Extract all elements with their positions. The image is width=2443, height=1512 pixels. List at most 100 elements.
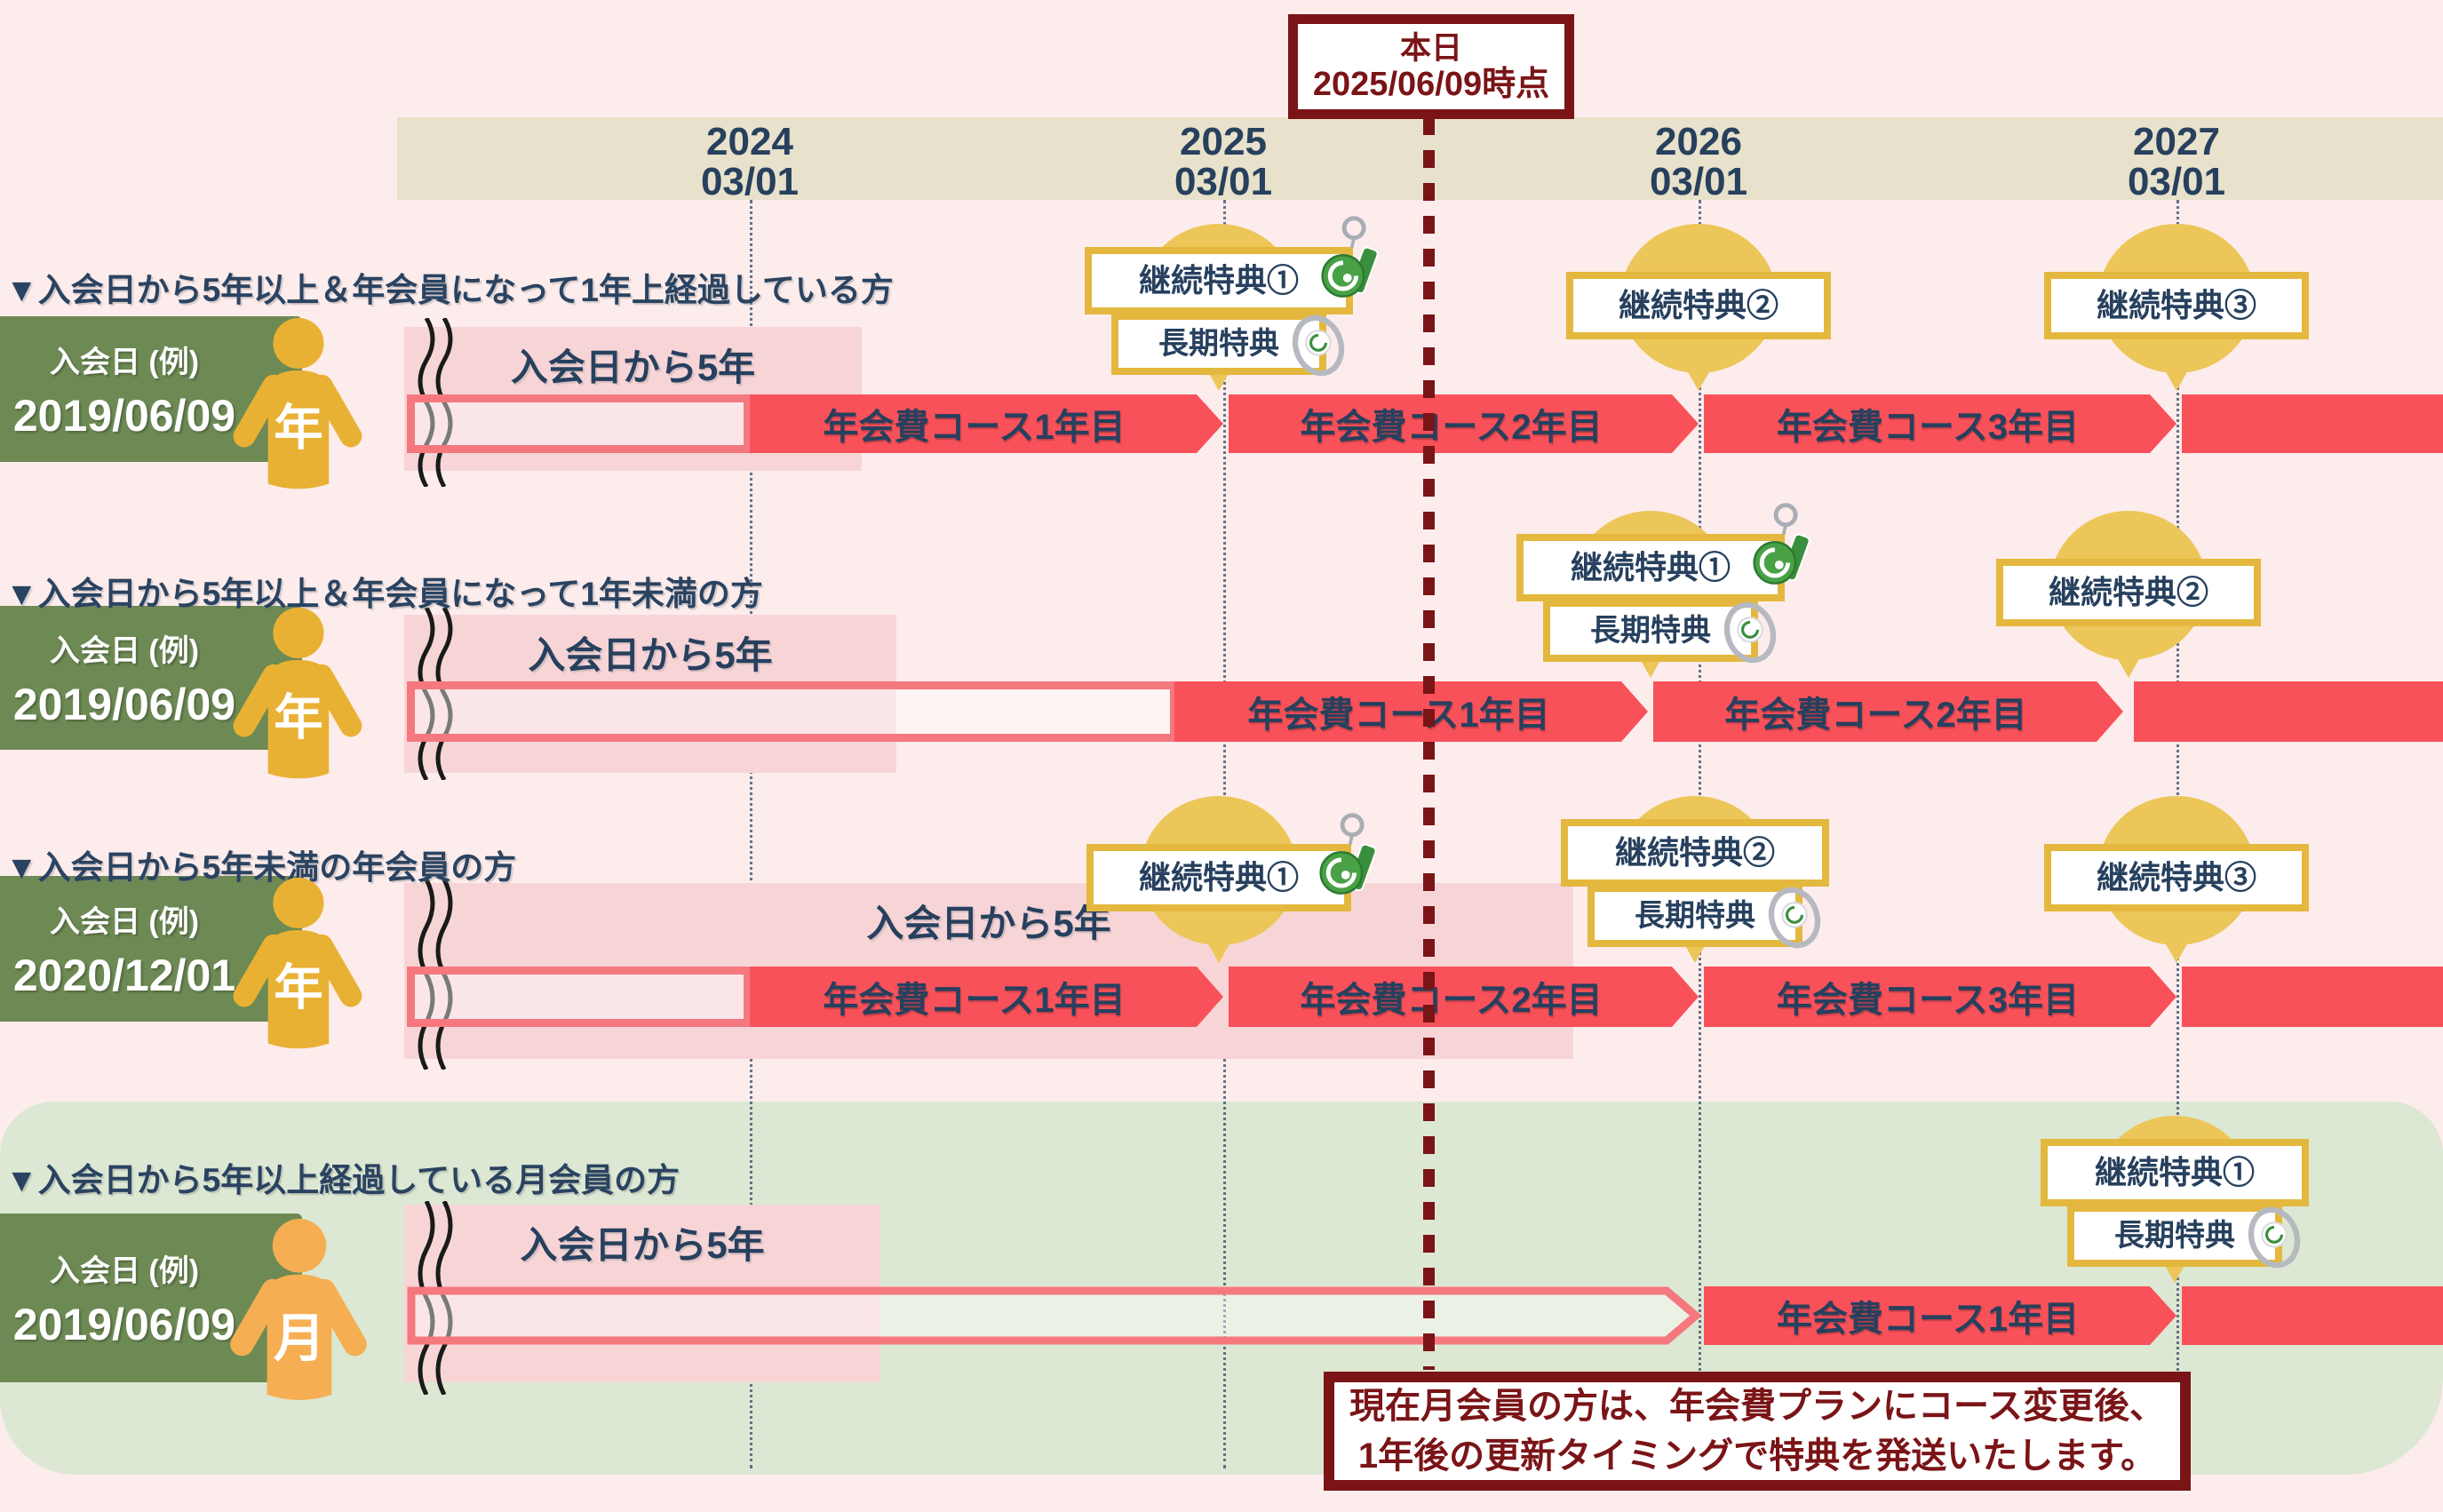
row3-join-box: 入会日 (例) 2020/12/01 [0, 876, 302, 1022]
bar-label: 年会費コース1年目 [823, 981, 1126, 1020]
row2-bar-year2: 年会費コース2年目 [1653, 681, 2123, 742]
metal-ring-icon [1723, 601, 1777, 664]
badge-pointer [2161, 364, 2192, 391]
band-label: 入会日から5年 [866, 903, 1111, 944]
today-date: 2025/06/09時点 [1312, 65, 1550, 103]
benefit-box: 長期特典 [2067, 1205, 2301, 1269]
benefit-box: 長期特典 [1588, 885, 1821, 949]
row3-badge-2025: 継続特典① [1059, 796, 1379, 967]
keychain-charm-icon [1753, 503, 1810, 585]
row1-elapsed-hollow-bar [407, 394, 752, 453]
row1-badge-2027: 継続特典③ [2017, 224, 2336, 394]
row4-elapsed-hollow-arrow [407, 1286, 1700, 1345]
row4-header: ▼入会日から5年以上経過している月会員の方 [5, 1162, 680, 1198]
row1-bar-year3: 年会費コース3年目 [1704, 394, 2176, 453]
benefit-box: 長期特典 [1543, 600, 1777, 664]
metal-ring-icon [1768, 887, 1821, 949]
benefit-box: 長期特典 [1111, 313, 1345, 377]
date-label-2024: 2024 03/01 [634, 120, 865, 203]
today-box: 本日 2025/06/09時点 [1288, 14, 1574, 119]
benefit-box: 継続特典① [1516, 503, 1810, 601]
bar-label: 年会費コース1年目 [1247, 696, 1550, 735]
bar-label: 年会費コース3年目 [1776, 408, 2080, 447]
row2-badge-2026: 継続特典① 長期特典 [1491, 503, 1810, 681]
row3-bar-year2: 年会費コース2年目 [1229, 967, 1699, 1027]
member-type-label: 年 [274, 401, 322, 456]
row1-badge-2026: 継続特典② [1539, 224, 1858, 394]
benefit-label: 継続特典① [1138, 859, 1299, 895]
today-marker-line [1423, 117, 1435, 1370]
note-line1: 現在月会員の方は、年会費プランにコース変更後、 [1349, 1387, 2165, 1426]
row4-bar-year1: 年会費コース1年目 [1704, 1286, 2176, 1345]
person-year-icon: 年 [233, 607, 362, 779]
gridline-2024 [750, 200, 752, 1468]
benefit-box: 継続特典② [1561, 819, 1829, 887]
row2-header: ▼入会日から5年以上＆年会員になって1年未満の方 [5, 576, 763, 612]
benefit-label: 継続特典② [2048, 574, 2208, 610]
month-member-note: 現在月会員の方は、年会費プランにコース変更後、 1年後の更新タイミングで特典を発… [1324, 1372, 2191, 1491]
row2-badge-2027: 継続特典② [1969, 511, 2288, 681]
join-date: 2019/06/09 [12, 1299, 236, 1349]
row1-header: ▼入会日から5年以上＆年会員になって1年上経過している方 [5, 272, 894, 308]
member-type-label: 月 [274, 1309, 326, 1367]
member-type-label: 年 [274, 690, 322, 745]
band-label: 入会日から5年 [510, 346, 756, 388]
row3-elapsed-hollow-bar [407, 967, 752, 1027]
row1-bar-year2: 年会費コース2年目 [1229, 394, 1699, 453]
row2-elapsed-hollow-bar [407, 681, 1178, 742]
date-year: 2024 [706, 120, 793, 163]
band-label: 入会日から5年 [520, 1224, 765, 1266]
benefit-label: 継続特典② [1618, 287, 1779, 323]
row4-badge-2027: 継続特典① 長期特典 [2015, 1116, 2335, 1286]
row1-badge-2025: 継続特典① 長期特典 [1059, 216, 1379, 394]
join-date: 2019/06/09 [12, 390, 236, 441]
benefit-label: 継続特典① [1138, 262, 1299, 298]
benefit-label: 長期特典 [1158, 327, 1279, 361]
break-wave-icon [418, 608, 453, 780]
row2-bar-year1: 年会費コース1年目 [1174, 681, 1648, 742]
benefit-label: 継続特典③ [2096, 859, 2256, 895]
date-day: 03/01 [1174, 159, 1273, 203]
date-year: 2026 [1655, 120, 1742, 163]
benefit-box: 継続特典① [1086, 813, 1377, 911]
row4-join-box: 入会日 (例) 2019/06/09 [0, 1214, 302, 1382]
join-label: 入会日 (例) [49, 345, 200, 379]
join-label: 入会日 (例) [49, 633, 200, 668]
row3-bar-year3: 年会費コース3年目 [1704, 967, 2176, 1027]
join-label: 入会日 (例) [49, 1253, 200, 1288]
date-day: 03/01 [700, 159, 800, 203]
date-label-2027: 2027 03/01 [2061, 120, 2292, 203]
row1-bar-continues [2182, 394, 2443, 453]
note-line2: 1年後の更新タイミングで特典を発送いたします。 [1357, 1436, 2157, 1476]
badge-pointer [1683, 364, 1714, 391]
date-day: 03/01 [1649, 159, 1748, 203]
row4-bar-continues [2182, 1286, 2443, 1345]
band-label: 入会日から5年 [528, 634, 773, 676]
badge-pointer [2161, 936, 2192, 963]
benefit-label: 継続特典① [1570, 549, 1731, 585]
date-day: 03/01 [2127, 159, 2226, 203]
break-wave-icon [418, 879, 453, 1070]
benefit-box: 継続特典③ [2044, 844, 2309, 911]
row3-bar-year1: 年会費コース1年目 [750, 967, 1223, 1027]
date-year: 2027 [2133, 120, 2220, 163]
row3-badge-2026: 継続特典② 長期特典 [1535, 796, 1855, 967]
benefit-label: 継続特典② [1614, 834, 1775, 871]
join-label: 入会日 (例) [49, 904, 200, 939]
bar-label: 年会費コース2年目 [1300, 981, 1603, 1020]
row2-bar-continues [2134, 681, 2443, 742]
benefit-label: 長期特典 [1590, 614, 1711, 648]
bar-label: 年会費コース3年目 [1776, 981, 2080, 1020]
benefit-box: 継続特典① [2041, 1139, 2309, 1206]
benefit-label: 継続特典③ [2096, 287, 2256, 323]
benefit-label: 長期特典 [2114, 1219, 2235, 1253]
break-wave-icon [418, 318, 453, 487]
bar-label: 年会費コース2年目 [1724, 696, 2027, 735]
date-year: 2025 [1180, 120, 1267, 163]
benefit-box: 継続特典① [1085, 216, 1379, 314]
metal-ring-icon [2248, 1206, 2301, 1269]
benefit-label: 継続特典① [2094, 1154, 2255, 1190]
benefit-box: 継続特典③ [2044, 272, 2309, 339]
date-label-2025: 2025 03/01 [1108, 120, 1339, 203]
benefit-label: 長期特典 [1635, 899, 1755, 933]
